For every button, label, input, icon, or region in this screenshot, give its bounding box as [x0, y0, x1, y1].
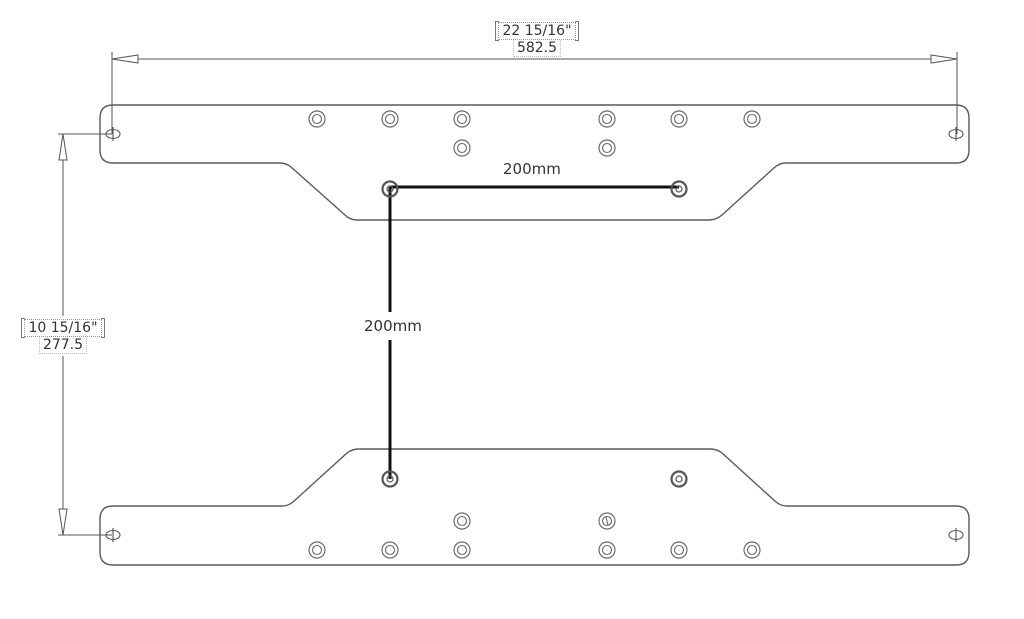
slot-icon: [105, 528, 121, 542]
mounting-hole-icon: [453, 512, 471, 530]
mounting-hole-icon: [598, 512, 616, 530]
mounting-hole-icon: [381, 110, 399, 128]
arrow-right-icon: [930, 54, 958, 64]
height-dimension-label: 10 15/16" 277.5: [20, 318, 106, 354]
mounting-hole-icon: [453, 110, 471, 128]
arrow-down-icon: [58, 508, 68, 536]
arrow-up-icon: [58, 133, 68, 161]
mounting-hole-icon: [743, 110, 761, 128]
vesa-hole-icon: [670, 180, 688, 198]
vesa-vertical-label: 200mm: [364, 317, 422, 335]
mounting-hole-icon: [381, 541, 399, 559]
mounting-hole-icon: [453, 139, 471, 157]
height-dimension: [58, 133, 112, 536]
width-imperial: 22 15/16": [495, 21, 579, 41]
mounting-hole-icon: [598, 541, 616, 559]
lower-plate-outline: [99, 448, 970, 566]
height-metric: 277.5: [38, 337, 88, 354]
mounting-hole-icon: [670, 110, 688, 128]
lower-plate: [99, 448, 970, 566]
mounting-hole-icon: [308, 541, 326, 559]
arrow-left-icon: [111, 54, 139, 64]
vesa-hole-icon: [381, 470, 399, 488]
height-imperial: 10 15/16": [21, 318, 105, 338]
vesa-hole-icon: [381, 180, 399, 198]
mounting-hole-icon: [743, 541, 761, 559]
upper-plate-outline: [99, 104, 970, 221]
slot-icon: [948, 127, 964, 141]
vesa-horizontal-label: 200mm: [503, 160, 561, 178]
mounting-hole-icon: [598, 110, 616, 128]
mounting-hole-icon: [308, 110, 326, 128]
mounting-hole-icon: [670, 541, 688, 559]
upper-plate: [99, 104, 970, 221]
slot-icon: [948, 528, 964, 542]
width-dimension: [111, 52, 958, 134]
mounting-hole-icon: [453, 541, 471, 559]
slot-icon: [105, 127, 121, 141]
vesa-hole-icon: [670, 470, 688, 488]
width-metric: 582.5: [512, 40, 562, 57]
width-dimension-label: 22 15/16" 582.5: [492, 21, 582, 57]
mounting-hole-icon: [598, 139, 616, 157]
vesa-pattern: [381, 180, 688, 488]
